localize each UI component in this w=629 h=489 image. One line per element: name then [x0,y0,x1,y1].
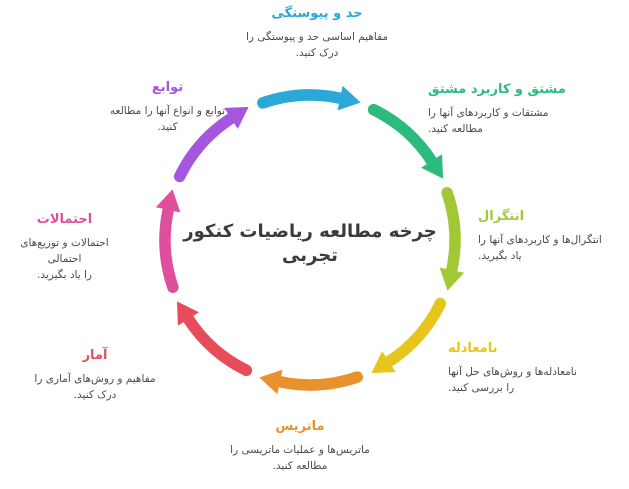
section-description: مفاهیم اساسی حد و پیوستگی را درک کنید. [245,30,389,59]
cycle-arrow-integral [441,187,461,276]
section-title: حد و پیوستگی [271,6,363,21]
section-functions: توابع توابع و انواع آنها را مطالعه کنید. [95,80,240,135]
cycle-arrow-statistics [182,313,253,377]
cycle-arrow-inequality [383,297,447,368]
cycle-arrowhead-inequality [371,351,396,373]
cycle-arrowhead-probability [155,189,181,213]
section-title: نامعادله [448,341,498,356]
section-title: توابع [151,80,184,95]
cycle-arrowhead-integral [439,267,465,291]
diagram-center-title: چرخه مطالعه ریاضیات کنکور تجربی [183,221,437,267]
section-inequality: نامعادله نامعادله‌ها و روش‌های حل آنها ر… [448,341,593,396]
section-description: مشتقات و کاربردهای آنها را مطالعه کنید. [428,106,549,135]
section-description: ماتریس‌ها و عملیات ماتریسی را مطالعه کنی… [230,443,370,472]
cycle-arrow-matrix [274,371,363,391]
section-description: مفاهیم و روش‌های آماری را درک کنید. [34,372,156,401]
section-derivative: مشتق و کاربرد مشتق مشتقات و کاربردهای آن… [428,82,578,137]
cycle-arrow-limits-continuity [257,89,346,109]
section-title: مشتق و کاربرد مشتق [428,82,566,97]
cycle-arrow-probability [159,204,179,293]
cycle-arrowhead-statistics [177,301,199,326]
section-title: انتگرال [478,209,525,224]
section-matrix: ماتریس ماتریس‌ها و عملیات ماتریسی را مطا… [215,419,385,474]
section-integral: انتگرال انتگرال‌ها و کاربردهای آنها را ی… [478,209,623,264]
section-limits-continuity: حد و پیوستگی مفاهیم اساسی حد و پیوستگی ر… [227,6,407,61]
section-description: احتمالات و توزیع‌های احتمالی را یاد بگیر… [20,236,109,282]
section-statistics: آمار مفاهیم و روش‌های آماری را درک کنید. [20,348,170,403]
cycle-arrowhead-matrix [259,369,283,395]
section-title: آمار [82,348,108,363]
section-description: توابع و انواع آنها را مطالعه کنید. [109,104,226,133]
cycle-arrow-derivative [367,103,438,167]
cycle-arrowhead-functions [224,107,249,129]
section-probability: احتمالات احتمالات و توزیع‌های احتمالی را… [2,212,127,283]
cycle-arrow-functions [173,112,237,183]
section-title: احتمالات [36,212,93,227]
section-description: انتگرال‌ها و کاربردهای آنها را یاد بگیری… [478,233,602,262]
section-description: نامعادله‌ها و روش‌های حل آنها را بررسی ک… [448,365,577,394]
cycle-arrowhead-derivative [421,154,443,179]
section-title: ماتریس [275,419,325,434]
cycle-arrowhead-limits-continuity [337,85,361,111]
